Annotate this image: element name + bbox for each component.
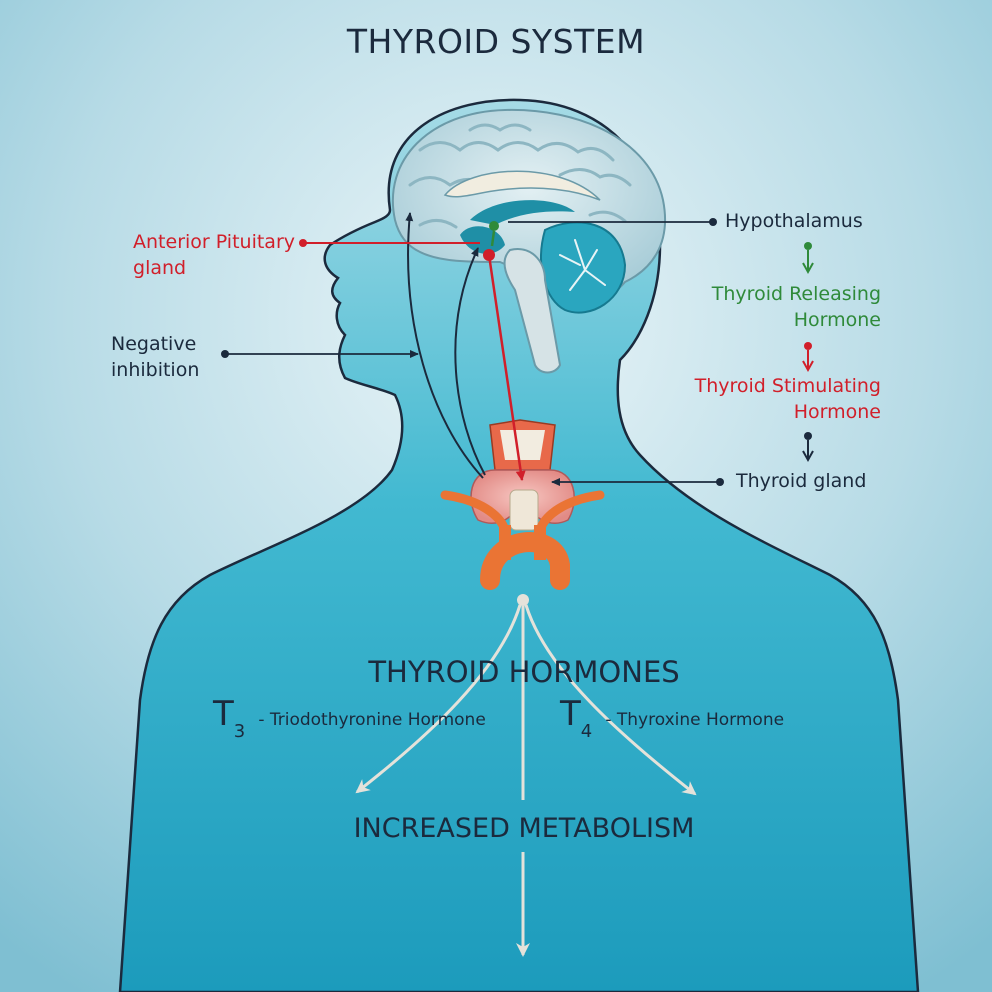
increased-metabolism-label: INCREASED METABOLISM [353, 813, 695, 844]
t4-symbol: T [560, 694, 581, 734]
trh-label-line2: Hormone [793, 309, 881, 331]
t4-description: - Thyroxine Hormone [605, 710, 785, 730]
t3-hormone: T3 - Triodothyronine Hormone [213, 694, 486, 742]
tsh-label-line1: Thyroid Stimulating [694, 375, 881, 397]
leader-lines [221, 218, 724, 486]
t4-hormone: T4 - Thyroxine Hormone [560, 694, 784, 742]
negative-inhibition-label-line2: inhibition [111, 359, 200, 381]
page-title: THYROID SYSTEM [346, 22, 646, 61]
negative-inhibition-arrows [405, 212, 486, 479]
pituitary-to-thyroid-arrow [483, 221, 526, 481]
aorta-and-arteries [440, 490, 605, 590]
thyroid-gland [470, 419, 575, 531]
cascade-arrows [802, 242, 814, 463]
tsh-label: Thyroid Stimulating Hormone [695, 373, 881, 425]
anterior-pituitary-label: Anterior Pituitary gland [133, 229, 295, 281]
anterior-pituitary-label-line1: Anterior Pituitary [133, 231, 295, 253]
tsh-label-line2: Hormone [793, 401, 881, 423]
hypothalamus-label: Hypothalamus [725, 210, 863, 232]
trh-label-line1: Thyroid Releasing [711, 283, 881, 305]
anterior-pituitary-label-line2: gland [133, 257, 187, 279]
thyroid-hormones-heading: THYROID HORMONES [368, 655, 680, 689]
thyroid-gland-label: Thyroid gland [736, 470, 867, 492]
negative-inhibition-label-line1: Negative [111, 333, 197, 355]
t3-subscript: 3 [233, 721, 246, 742]
hormone-flow-arrows [355, 594, 697, 957]
t4-subscript: 4 [580, 721, 593, 742]
t3-symbol: T [213, 694, 234, 734]
t3-description: - Triodothyronine Hormone [258, 710, 486, 730]
negative-inhibition-label: Negative inhibition [111, 331, 199, 383]
brain [391, 108, 667, 374]
trh-label: Thyroid Releasing Hormone [712, 281, 881, 333]
